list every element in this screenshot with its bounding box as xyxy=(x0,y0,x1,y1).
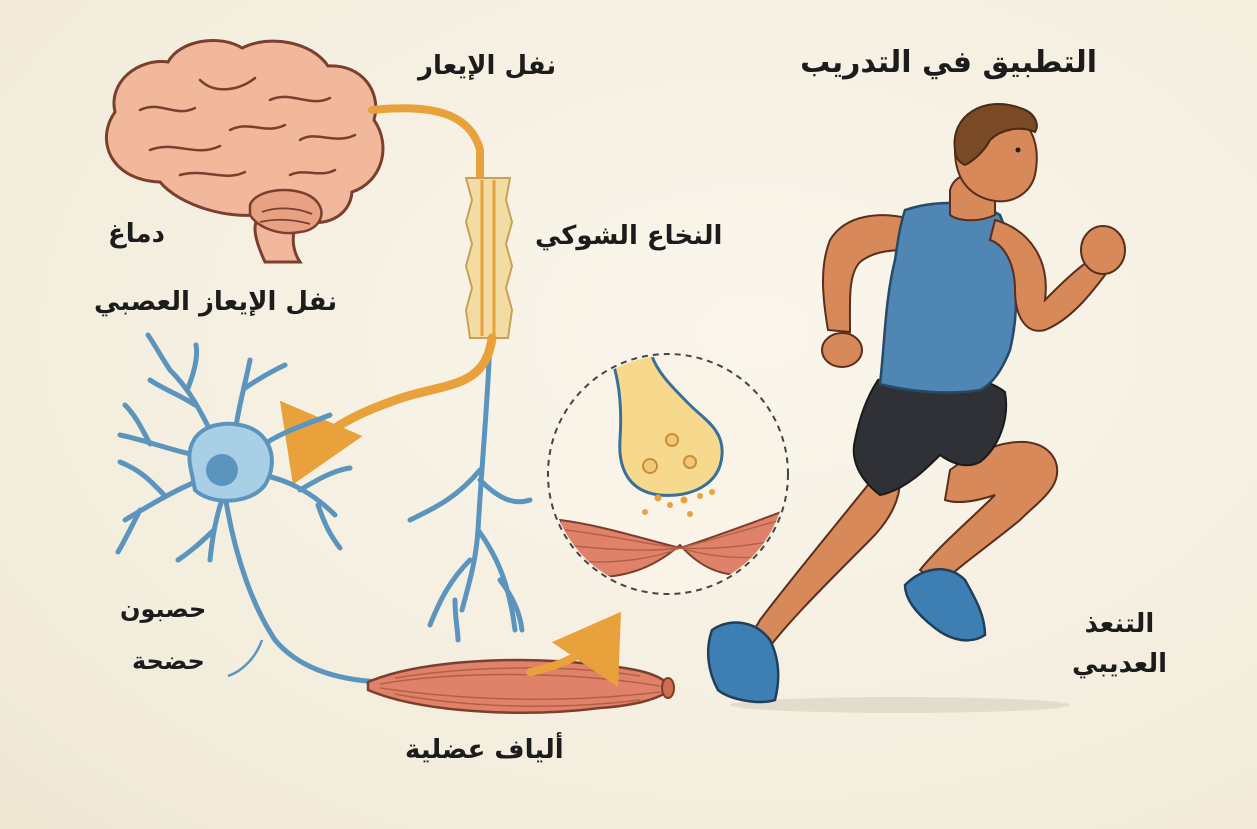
fatigue-label: التنعذ العديبي xyxy=(1072,604,1167,685)
nerve-signal-label: نفل الإيعاز العصبي xyxy=(94,288,337,318)
spinal-cord-illustration xyxy=(466,178,512,338)
brain-label: دماغ xyxy=(108,220,165,250)
neuron-illustration xyxy=(118,335,380,682)
axon-label: حصبون xyxy=(120,596,206,624)
fatigue-label-line2: العديبي xyxy=(1072,644,1167,684)
signal-path-brain-to-spine xyxy=(372,108,480,185)
fatigue-label-line1: التنعذ xyxy=(1072,604,1167,644)
synapse-zoom xyxy=(548,350,800,594)
peripheral-nerve xyxy=(410,338,530,640)
spinal-cord-label: النخاع الشوكي xyxy=(535,222,722,252)
signal-transmission-label: نفل الإيعار xyxy=(418,52,556,82)
myelin-label: حضحة xyxy=(132,648,205,676)
diagram-title: التطبيق في التدريب xyxy=(800,46,1097,81)
muscle-fiber-illustration xyxy=(368,660,674,713)
signal-arrow-to-neuron xyxy=(300,338,492,468)
muscle-fibers-label: ألياف عضلية xyxy=(405,736,564,766)
runner-illustration xyxy=(708,104,1125,713)
